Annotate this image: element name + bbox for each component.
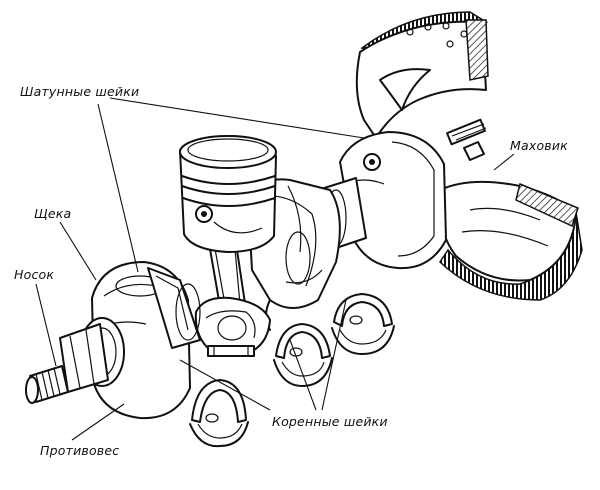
piston-ring-3 — [182, 197, 276, 207]
leader-lines — [35, 97, 515, 441]
leader-nose — [35, 283, 57, 367]
leader-main-journals-2 — [289, 339, 317, 411]
piston — [179, 135, 277, 253]
label-main-journals: Коренные шейки — [272, 414, 388, 429]
bearing-shell-1 — [189, 379, 249, 448]
crankshaft-nose — [25, 317, 125, 404]
piston-ring-2 — [181, 185, 276, 195]
bearing-shell-3 — [331, 293, 395, 355]
bearing-shell-2 — [273, 323, 333, 387]
leader-main-journals-3 — [321, 299, 347, 411]
leader-cheek — [59, 221, 97, 281]
flywheel-inner-recess — [379, 68, 431, 111]
flywheel-section-lower — [515, 182, 579, 228]
label-nose: Носок — [14, 267, 54, 282]
leader-conrod-journals-rear — [109, 97, 365, 139]
label-counterweight: Противовес — [40, 443, 119, 458]
leader-counterweight — [71, 403, 125, 441]
leader-flywheel — [493, 153, 515, 171]
flywheel-bolt — [446, 118, 487, 161]
label-flywheel: Маховик — [510, 138, 568, 153]
leader-main-journals-1 — [179, 359, 271, 411]
crankshaft-rear-throw — [339, 131, 447, 270]
leader-conrod-journals-front — [97, 103, 139, 273]
piston-ring-1 — [181, 175, 276, 185]
label-cheek: Щека — [34, 206, 71, 221]
flywheel-disc-upper — [355, 20, 487, 139]
flywheel — [355, 11, 583, 301]
flywheel-section-upper — [465, 19, 489, 81]
label-connecting-rod-journals: Шатунные шейки — [20, 84, 139, 99]
